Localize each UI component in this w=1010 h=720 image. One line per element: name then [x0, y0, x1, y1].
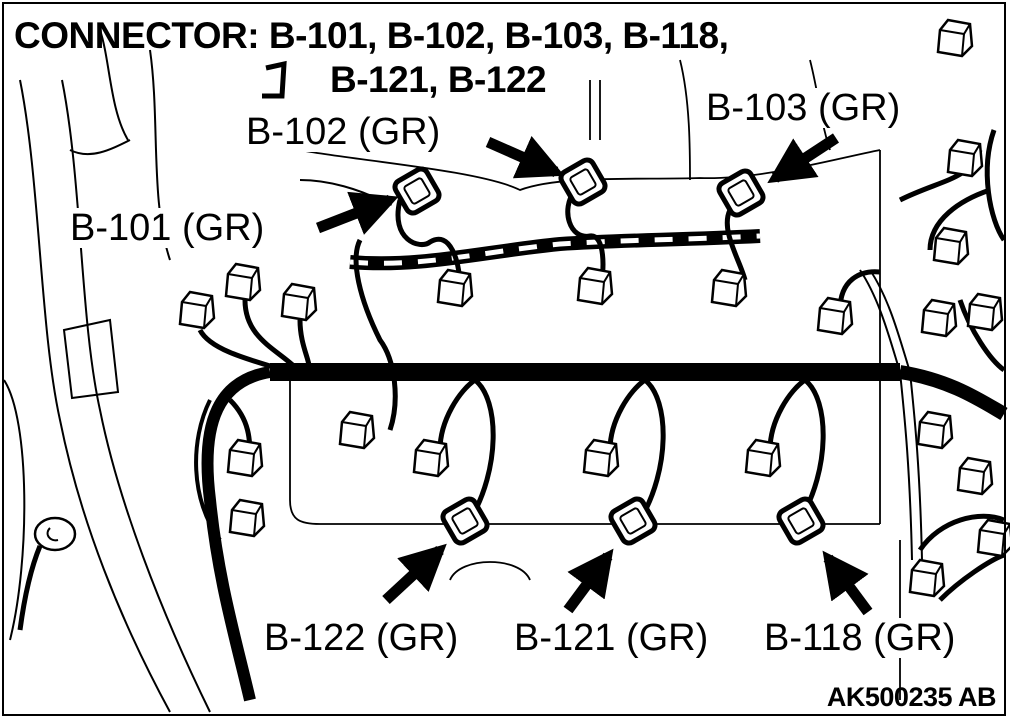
arrow-b101: [316, 191, 399, 235]
arrow-b122: [382, 543, 447, 605]
bracket-mark: [262, 60, 287, 99]
main-harness: [194, 363, 1008, 702]
reference-code: AK500235 AB: [826, 682, 997, 712]
diagram-title-line2: B-121, B-122: [330, 59, 547, 100]
arrow-b102: [485, 135, 565, 179]
upper-harness: [349, 229, 761, 271]
arrow-b121: [563, 548, 614, 614]
label-b101: B-101 (GR): [68, 207, 267, 249]
label-b103: B-103 (GR): [704, 87, 903, 129]
label-b102: B-102 (GR): [244, 111, 443, 153]
label-b118: B-118 (GR): [762, 617, 958, 659]
ground-terminal: [17, 516, 77, 631]
diagram-title-line1: CONNECTOR: B-101, B-102, B-103, B-118,: [14, 15, 729, 56]
arrow-b118: [822, 550, 873, 616]
label-b122: B-122 (GR): [262, 617, 461, 659]
left-hose: [3, 29, 211, 713]
arrow-b103: [767, 133, 840, 184]
label-b121: B-121 (GR): [512, 617, 711, 659]
